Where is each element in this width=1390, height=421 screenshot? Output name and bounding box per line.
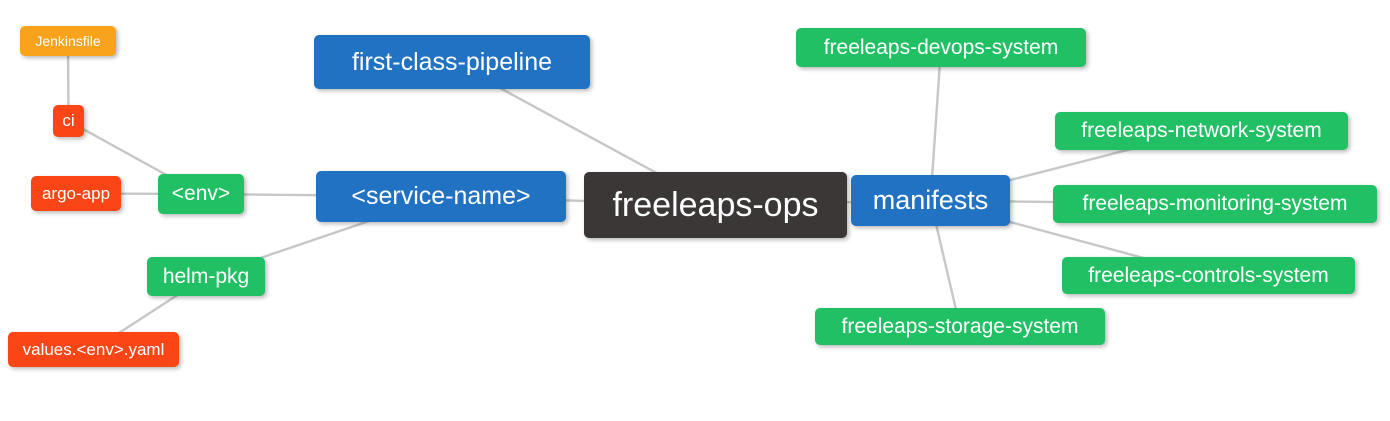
node-freeleaps-ops[interactable]: freeleaps-ops — [584, 172, 847, 238]
node-helm-pkg[interactable]: helm-pkg — [147, 257, 265, 296]
node-freeleaps-controls-system[interactable]: freeleaps-controls-system — [1062, 257, 1355, 294]
node-manifests[interactable]: manifests — [851, 175, 1010, 226]
node-service-name[interactable]: <service-name> — [316, 171, 566, 222]
node-freeleaps-storage-system[interactable]: freeleaps-storage-system — [815, 308, 1105, 345]
node-freeleaps-devops-system[interactable]: freeleaps-devops-system — [796, 28, 1086, 67]
node-ci[interactable]: ci — [53, 105, 84, 137]
node-argo-app[interactable]: argo-app — [31, 176, 121, 211]
node-freeleaps-monitoring-system[interactable]: freeleaps-monitoring-system — [1053, 185, 1377, 223]
node-freeleaps-network-system[interactable]: freeleaps-network-system — [1055, 112, 1348, 150]
node-jenkinsfile[interactable]: Jenkinsfile — [20, 26, 116, 56]
node-first-class-pipeline[interactable]: first-class-pipeline — [314, 35, 590, 89]
node-env[interactable]: <env> — [158, 174, 244, 214]
node-values-env-yaml[interactable]: values.<env>.yaml — [8, 332, 179, 367]
